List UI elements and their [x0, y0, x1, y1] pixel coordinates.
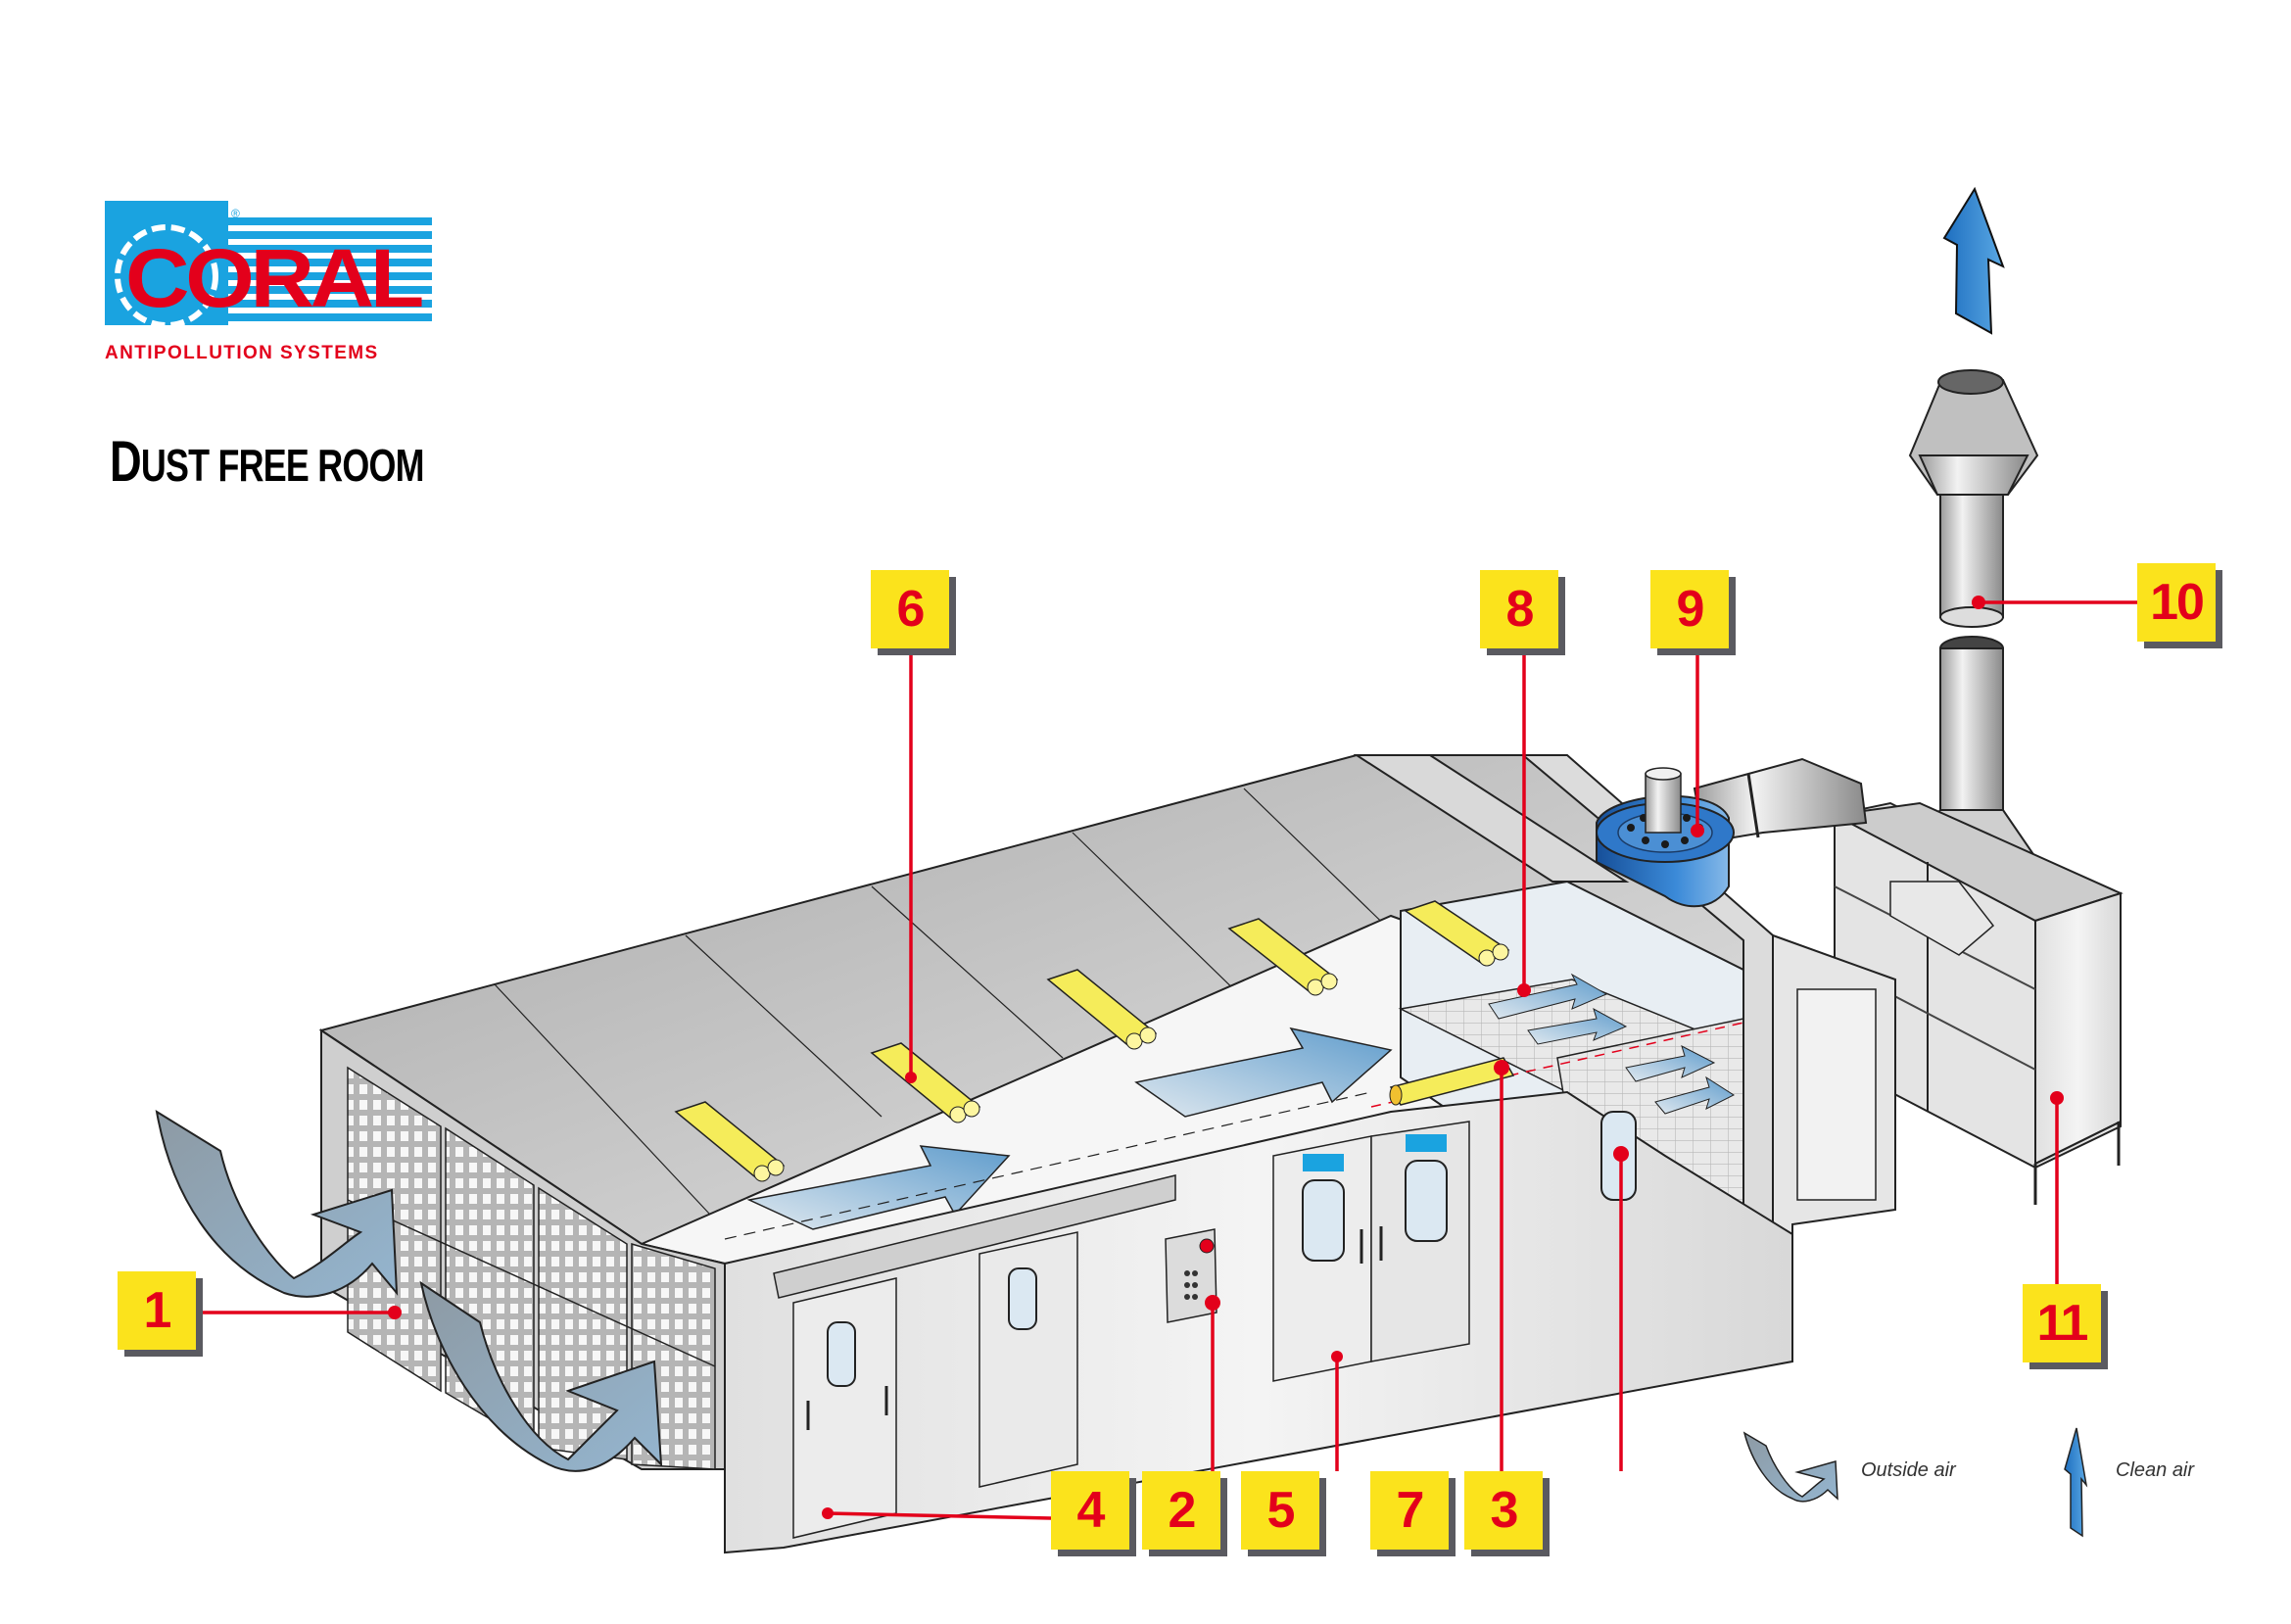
- callout-11: 11: [2023, 1284, 2101, 1362]
- door-logo-badge: [1303, 1154, 1344, 1171]
- light-fixture: [870, 1042, 981, 1123]
- leader-lines: [201, 600, 2145, 1520]
- callout-3: 3: [1464, 1471, 1543, 1550]
- callout-1: 1: [118, 1271, 196, 1350]
- registered-mark: ®: [231, 207, 240, 220]
- leader-line-4: [827, 1511, 1052, 1520]
- light-fixture: [1046, 969, 1158, 1050]
- callout-10: 10: [2137, 563, 2216, 642]
- callout-9: 9: [1650, 570, 1729, 648]
- leader-dots: [388, 596, 2064, 1519]
- double-doors: [1272, 1121, 1470, 1382]
- callout-8: 8: [1480, 570, 1558, 648]
- logo-gear-icon: [115, 224, 218, 328]
- page-title: DUST FREE ROOM: [110, 429, 425, 495]
- legend-clean-air-icon: [2064, 1427, 2088, 1538]
- callout-2: 2: [1142, 1471, 1220, 1550]
- control-panel: [1165, 1228, 1217, 1323]
- airflow-arrow: [746, 1145, 1011, 1230]
- light-fixture: [1227, 918, 1339, 996]
- clean-air-arrow: [1942, 186, 2005, 335]
- logo-stripes: [228, 217, 432, 321]
- callout-6: 6: [871, 570, 949, 648]
- brand-tagline: ANTIPOLLUTION SYSTEMS: [105, 343, 379, 363]
- entrance-door: [792, 1277, 897, 1539]
- ceiling-lights: [674, 900, 1510, 1182]
- legend-outside-air-icon: [1742, 1431, 1838, 1503]
- filter-cabinet: [1831, 801, 2124, 1205]
- airflow-arrow: [1134, 1027, 1393, 1118]
- callout-7: 7: [1370, 1471, 1449, 1550]
- callout-4: 4: [1051, 1471, 1129, 1550]
- light-fixture: [674, 1101, 786, 1182]
- outside-air-arrow: [155, 1109, 399, 1298]
- title-first-word-rest: UST: [140, 440, 210, 491]
- callout-5: 5: [1241, 1471, 1319, 1550]
- light-tube: [1389, 1057, 1515, 1106]
- front-wall: [724, 1090, 1793, 1554]
- coral-logo: ®: [105, 201, 432, 328]
- outside-air-arrow: [419, 1280, 663, 1472]
- light-fixture: [1404, 900, 1510, 967]
- title-initial: D: [110, 430, 142, 494]
- legend-clean-air-label: Clean air: [2116, 1459, 2195, 1481]
- logo-wordmark: CORAL: [125, 232, 424, 324]
- legend-outside-air-label: Outside air: [1861, 1459, 1956, 1481]
- title-remaining: FREE ROOM: [209, 440, 424, 491]
- door-logo-badge: [1406, 1134, 1447, 1152]
- fan-motor: [1645, 773, 1682, 834]
